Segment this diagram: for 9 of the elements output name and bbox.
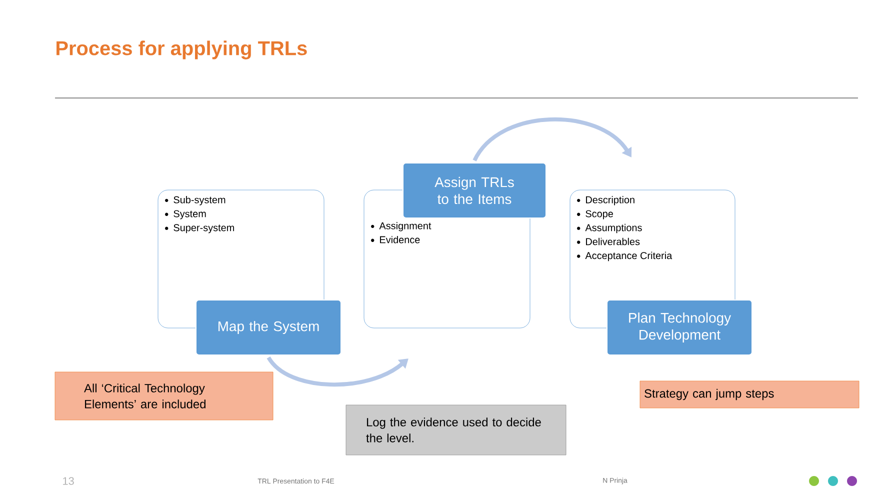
title: Process for applying TRLs <box>56 40 307 60</box>
note-box: Strategy can jump steps <box>640 380 860 408</box>
footer-text: 13 <box>63 477 74 485</box>
note-box: Log the evidence used to decide the level. <box>346 404 566 456</box>
curved-arrow <box>472 118 632 162</box>
note-box: All ‘Critical Technology Elements’ are included <box>54 372 274 420</box>
step-box: Map the System <box>196 300 342 356</box>
step-box: Plan Technology Development <box>606 300 752 356</box>
step-box: Assign TRLs to the Items <box>402 162 546 218</box>
